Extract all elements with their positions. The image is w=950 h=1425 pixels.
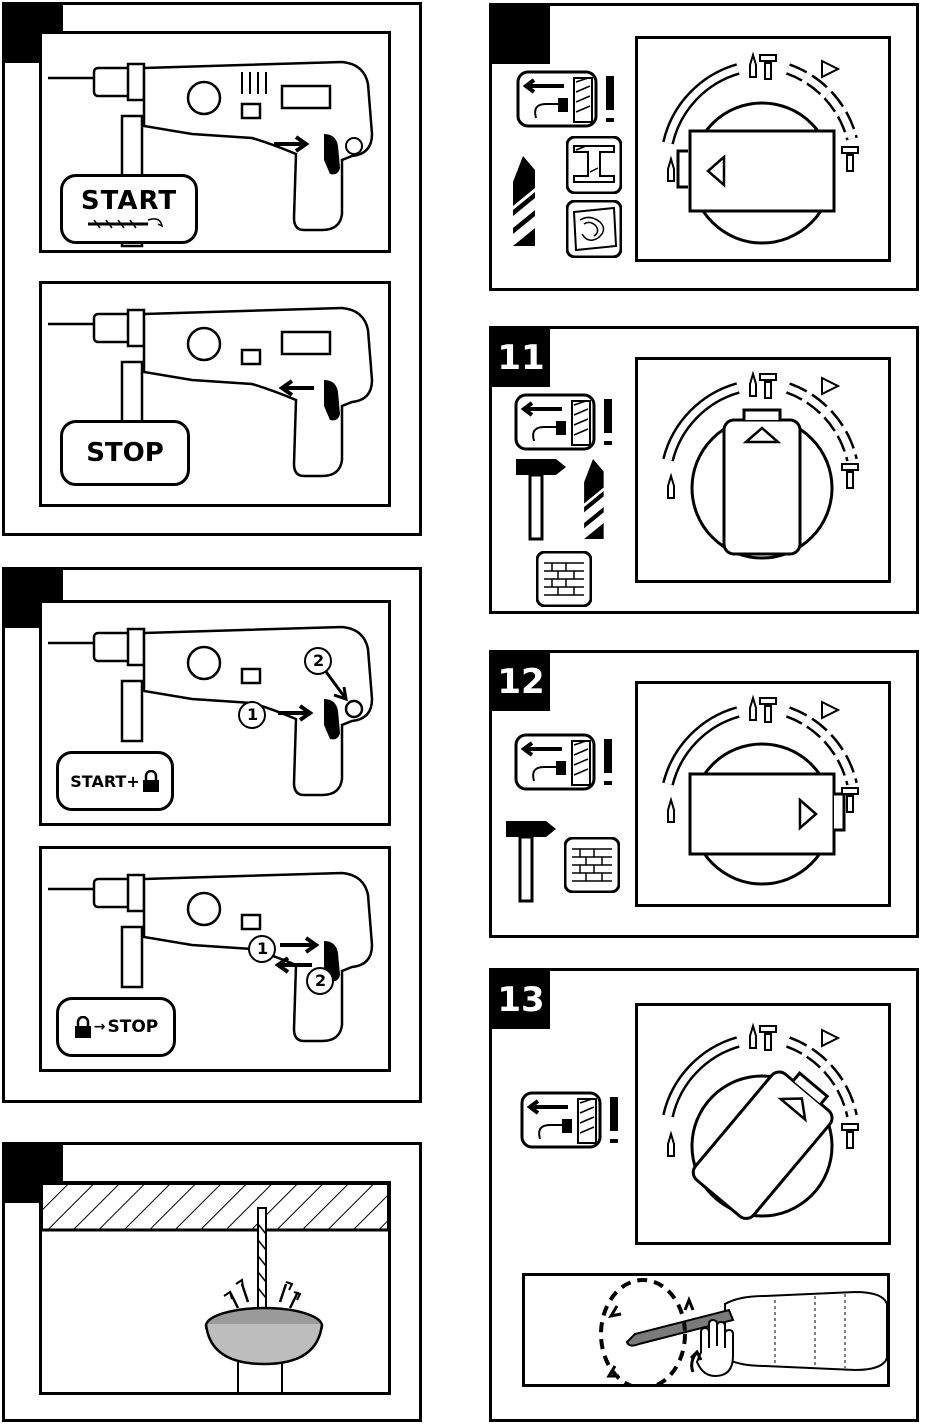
unplug-warning-icon	[516, 70, 626, 130]
drill-bit-icon	[578, 459, 608, 539]
wood-icon	[566, 200, 622, 258]
start-lock-label: START+	[70, 772, 140, 791]
chisel-rotation-frame	[522, 1273, 890, 1387]
step-1-label: 1	[247, 705, 258, 724]
hammer-icon	[514, 457, 568, 541]
mode-selector-dial	[638, 39, 888, 259]
hammer-icon	[504, 817, 558, 905]
lock-icon	[142, 770, 160, 792]
unplug-warning-icon	[520, 1091, 630, 1151]
unplug-warning-icon	[514, 393, 624, 453]
step-2-label: 2	[315, 971, 326, 990]
dust-cup-frame	[39, 1181, 391, 1395]
arrow-right-icon: →	[94, 1019, 106, 1035]
lock-stop-frame: 1 2 → STOP	[39, 846, 391, 1072]
mode-dial-frame	[635, 681, 891, 907]
start-stop-panel: START STOP	[2, 2, 422, 536]
start-frame: START	[39, 31, 391, 253]
steel-beam-icon	[566, 136, 622, 194]
lock-stop-badge: → STOP	[56, 997, 176, 1057]
mode-11-panel: 11	[489, 326, 919, 614]
stop-label: STOP	[86, 438, 164, 468]
stop-badge: STOP	[60, 420, 190, 486]
start-badge: START	[60, 174, 198, 244]
start-lock-badge: START+	[56, 751, 174, 811]
panel-number: 13	[492, 971, 550, 1029]
drill-bit-rotation-icon	[84, 216, 174, 232]
chuck	[725, 1292, 887, 1370]
start-label: START	[81, 186, 177, 216]
stop-frame: STOP	[39, 281, 391, 507]
chisel-rotation-illustration	[525, 1276, 887, 1384]
drill-bit-icon	[508, 156, 538, 246]
step-2-label: 2	[313, 651, 324, 670]
brick-icon	[536, 551, 592, 607]
brick-icon	[564, 837, 620, 893]
mode-selector-dial	[638, 1006, 888, 1242]
mode-dial-frame	[635, 36, 891, 262]
mode-dial-frame	[635, 1003, 891, 1245]
ceiling-drilling-illustration	[42, 1184, 388, 1392]
mode-12-panel: 12	[489, 650, 919, 938]
mode-selector-dial	[638, 684, 888, 904]
mode-selector-dial	[638, 360, 888, 580]
panel-tab	[492, 6, 550, 64]
dust-cup-panel	[2, 1142, 422, 1422]
lock-icon	[74, 1016, 92, 1038]
step-1-label: 1	[257, 939, 268, 958]
drill-symbol-icon	[750, 55, 756, 77]
ceiling	[42, 1184, 388, 1230]
mode-drill-panel	[489, 3, 919, 291]
lock-panel: 1 2 START+ 1	[2, 567, 422, 1103]
unplug-warning-icon	[514, 733, 624, 793]
chisel-arrow-icon	[822, 61, 838, 77]
panel-number: 12	[492, 653, 550, 711]
lock-stop-label: STOP	[107, 1017, 158, 1037]
mode-dial-frame	[635, 357, 891, 583]
mode-13-panel: 13	[489, 968, 919, 1422]
panel-number: 11	[492, 329, 550, 387]
start-lock-frame: 1 2 START+	[39, 600, 391, 826]
hammer-symbol-icon	[760, 55, 776, 79]
